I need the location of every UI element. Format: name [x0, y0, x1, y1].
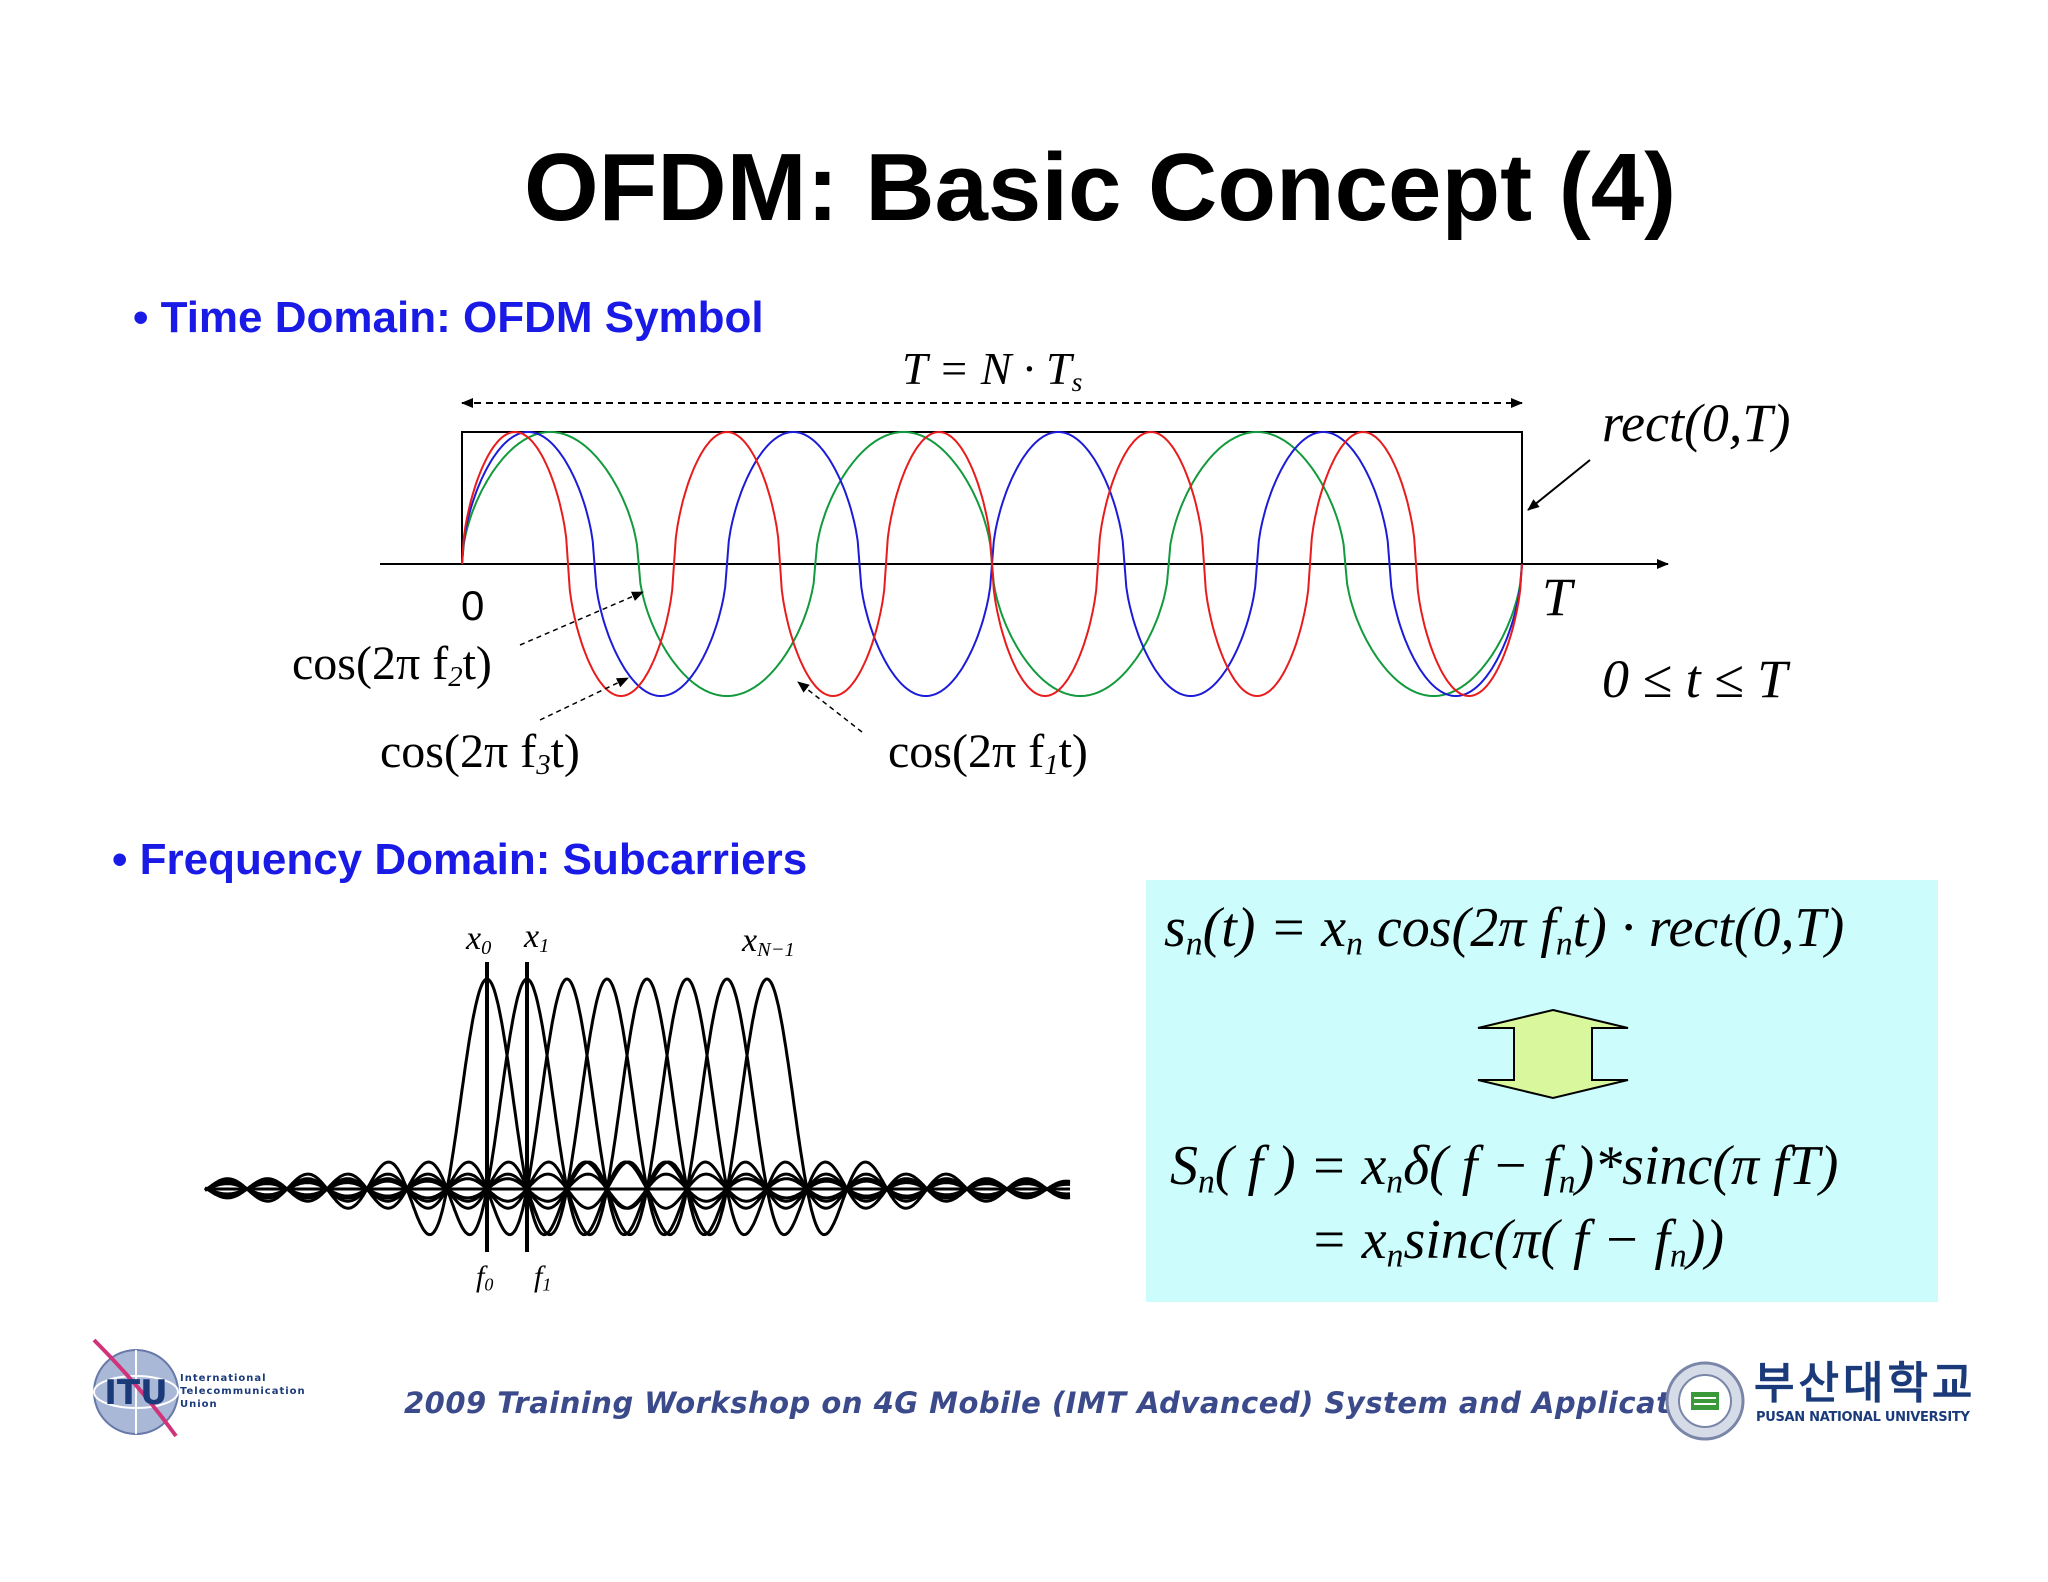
pnu-emblem	[1665, 1361, 1745, 1441]
Sn-formula-line2: = xnsinc(π( f − fn))	[1310, 1209, 1725, 1275]
x0-label: x0	[466, 920, 492, 960]
itu-logo: ITU	[92, 1338, 179, 1438]
pnu-english-name: PUSAN NATIONAL UNIVERSITY	[1756, 1410, 1970, 1425]
duration-label: T = N · Ts	[902, 343, 1083, 397]
cos-f3-wave	[461, 430, 1523, 698]
f1-label: f1	[534, 1260, 552, 1295]
cos-f2-pointer	[519, 591, 644, 646]
rect-window	[461, 431, 1523, 564]
svg-text:ITU: ITU	[104, 1373, 167, 1413]
range-label: 0 ≤ t ≤ T	[1602, 649, 1788, 709]
rect-label: rect(0,T)	[1602, 393, 1791, 453]
cos-f3-label: cos(2π f3t)	[380, 725, 580, 782]
sn-formula: sn(t) = xn cos(2π fnt) · rect(0,T)	[1164, 897, 1845, 963]
f0-label: f0	[476, 1260, 494, 1295]
footer-workshop-text: 2009 Training Workshop on 4G Mobile (IMT…	[404, 1386, 1741, 1420]
itu-org-name: International Telecommunication Union	[180, 1373, 306, 1410]
origin-label: 0	[461, 582, 485, 629]
cos-f3-pointer	[539, 677, 629, 721]
pnu-korean-name: 부산대학교	[1754, 1358, 1977, 1409]
Sn-formula-line1: Sn( f ) = xnδ( f − fn)*sinc(π fT)	[1170, 1135, 1839, 1201]
end-label: T	[1542, 567, 1573, 627]
slide-title: OFDM: Basic Concept (4)	[523, 134, 1677, 241]
subcarrier-sinc-7	[204, 977, 1071, 1237]
xN1-label: xN−1	[742, 922, 795, 962]
frequency-domain-heading: • Frequency Domain: Subcarriers	[112, 835, 808, 884]
x1-label: x1	[524, 918, 550, 958]
equivalence-double-arrow	[1477, 1008, 1629, 1100]
cos-f2-label: cos(2π f2t)	[292, 637, 492, 694]
cos-f1-pointer	[797, 681, 863, 733]
subcarrier-sinc-6	[204, 977, 1071, 1237]
cos-f1-label: cos(2π f1t)	[888, 725, 1088, 782]
time-domain-heading: • Time Domain: OFDM Symbol	[133, 293, 764, 342]
rect-pointer-arrow	[1527, 459, 1591, 511]
